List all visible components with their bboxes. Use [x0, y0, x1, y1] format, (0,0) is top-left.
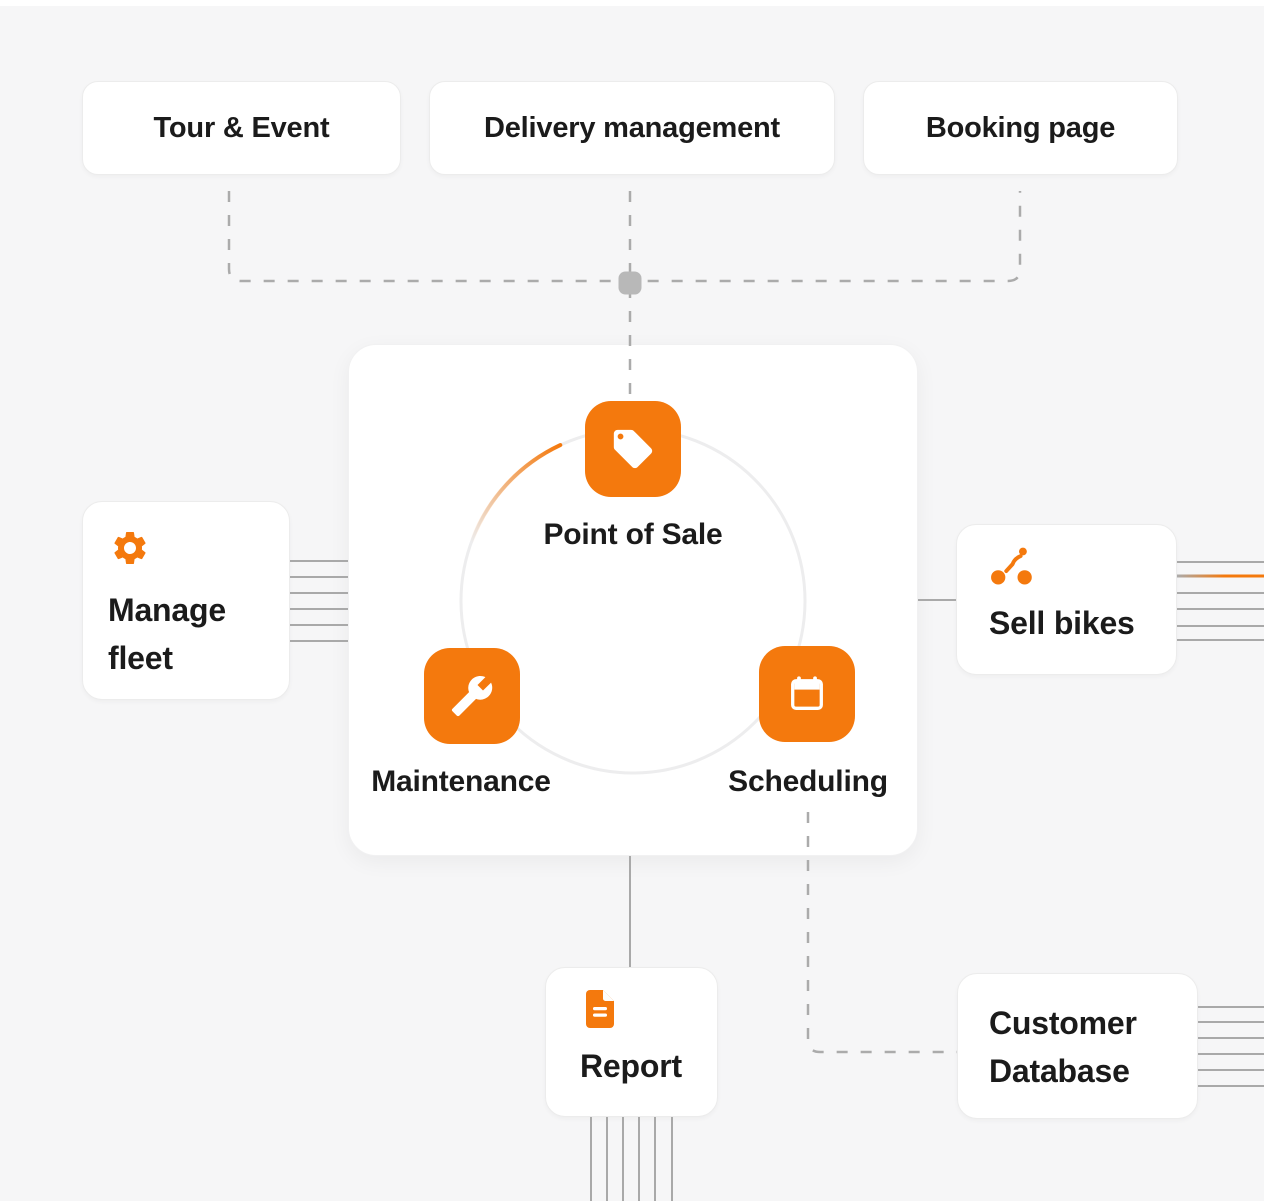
report-label: Report [580, 1048, 682, 1084]
bike-glyph [991, 547, 1032, 585]
wrench-icon [424, 648, 520, 744]
card-booking-page: Booking page [863, 81, 1178, 175]
wrench-glyph [451, 676, 493, 717]
point-of-sale-label: Point of Sale [543, 518, 723, 551]
bus-lines-manage-fleet [290, 560, 348, 642]
calendar-icon [759, 646, 855, 742]
card-tour-event: Tour & Event [82, 81, 401, 175]
card-sell-bikes: Sell bikes [956, 524, 1177, 675]
tag-icon [585, 401, 681, 497]
tag-glyph [613, 429, 653, 469]
gear-icon [110, 528, 150, 573]
ring-orange-arc [469, 443, 563, 545]
card-delivery-management: Delivery management [429, 81, 835, 175]
card-report: Report [545, 967, 718, 1117]
card-point-of-sale-hub: Point of Sale Maintenance Scheduling [348, 344, 918, 856]
card-customer-database: Customer Database [957, 973, 1198, 1119]
dashed-connector-top-cards [227, 191, 1022, 283]
manage-fleet-label: Manage fleet [108, 592, 226, 676]
sell-bikes-label: Sell bikes [989, 605, 1135, 641]
junction-node [618, 271, 642, 295]
bus-lines-report [590, 1117, 673, 1201]
document-icon [582, 988, 618, 1035]
bike-icon [989, 545, 1035, 594]
bus-lines-sell-bikes [1177, 561, 1264, 641]
customer-database-label: Customer Database [989, 1005, 1137, 1089]
booking-page-label: Booking page [925, 111, 1116, 144]
bus-lines-customer-database [1198, 1006, 1264, 1087]
document-glyph [586, 990, 614, 1028]
tour-event-label: Tour & Event [153, 111, 330, 144]
maintenance-label: Maintenance [371, 765, 551, 798]
delivery-management-label: Delivery management [484, 111, 780, 144]
gear-glyph [114, 532, 146, 564]
card-manage-fleet: Manage fleet [82, 501, 290, 700]
scheduling-label: Scheduling [728, 765, 888, 798]
calendar-glyph [791, 676, 823, 710]
top-white-strip [0, 0, 1264, 6]
